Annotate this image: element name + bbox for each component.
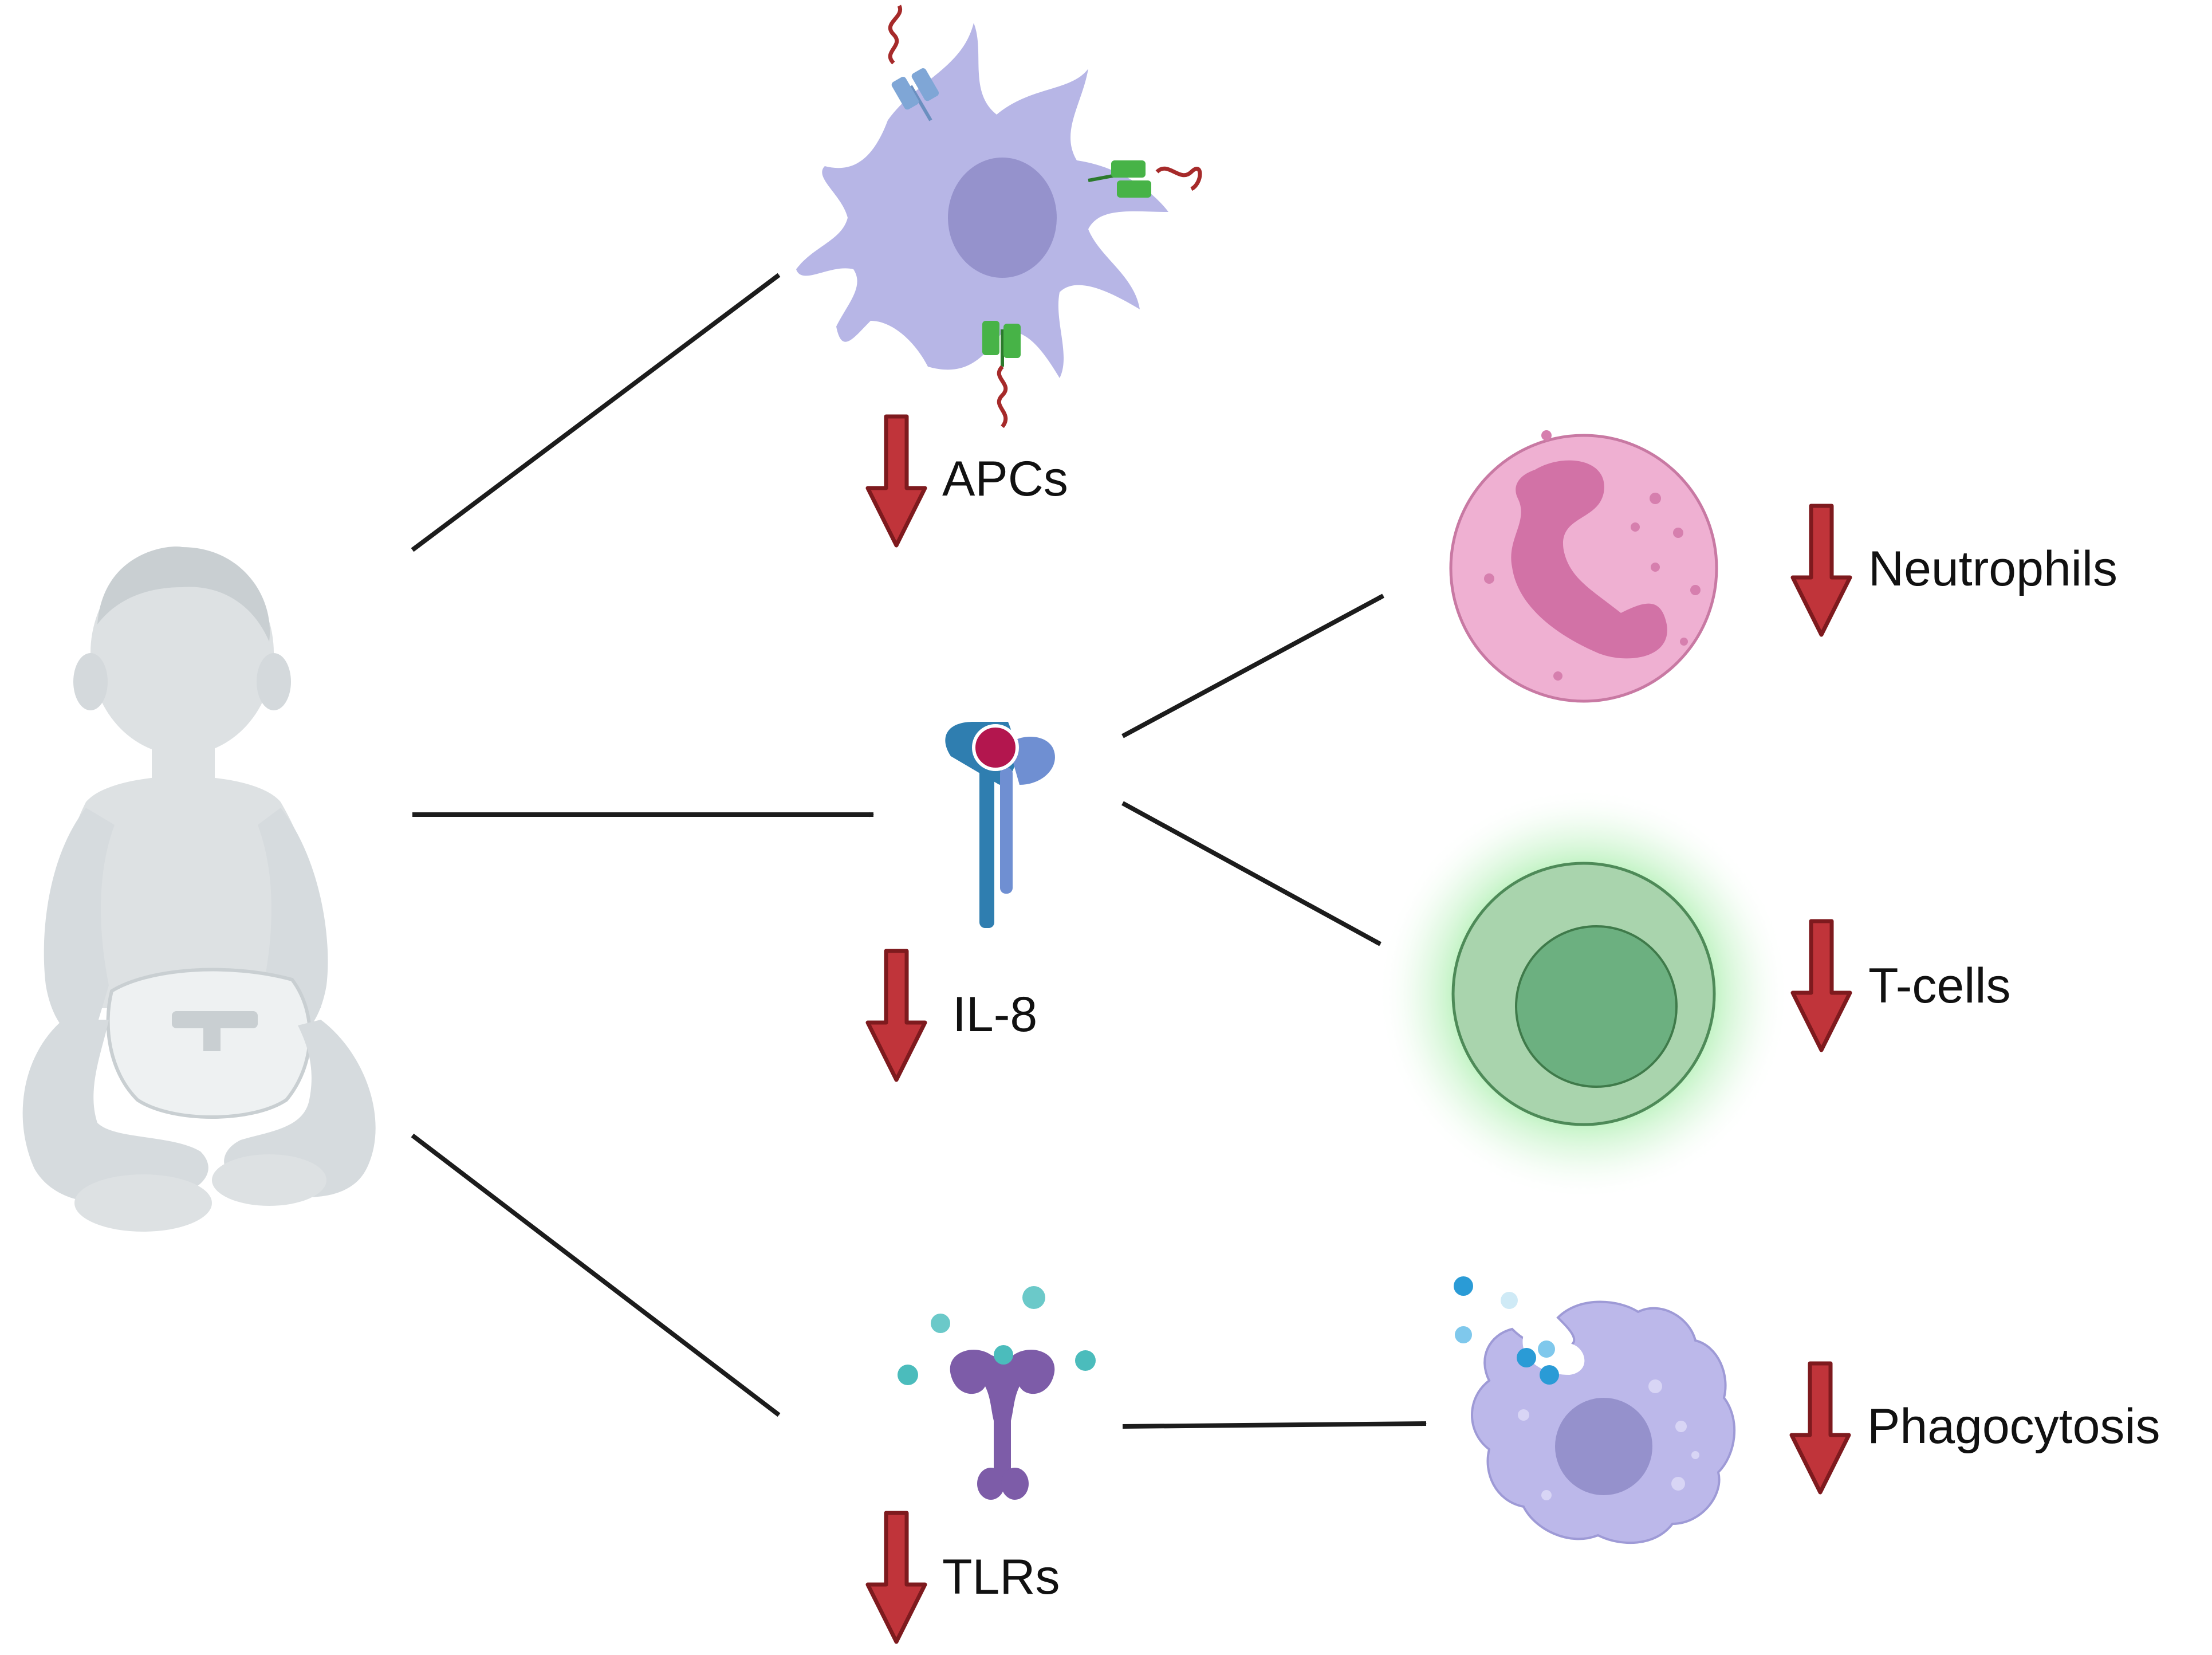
apc-receptor-top <box>888 5 939 121</box>
apc-cell-icon <box>796 5 1202 429</box>
neutrophil-cell-icon <box>1449 430 1718 703</box>
tlr-receptor-icon <box>898 1286 1096 1500</box>
pathway-arrows <box>411 273 1427 1429</box>
label-apcs: APCs <box>942 451 1068 506</box>
label-neutrophils: Neutrophils <box>1868 541 2117 596</box>
arrow-il8-to-neutrophils <box>1121 593 1384 738</box>
down-arrow-icon <box>1793 506 1850 635</box>
label-tlrs: TLRs <box>942 1550 1060 1605</box>
arrow-il8-to-tcells <box>1121 801 1381 946</box>
arrow-tlr-to-macrophage <box>1122 1421 1427 1429</box>
label-tcells: T-cells <box>1868 958 2011 1013</box>
arrow-infant-to-apc <box>411 273 781 552</box>
down-arrow-icon <box>868 1513 925 1642</box>
arrow-infant-to-tlr <box>411 1133 781 1417</box>
macrophage-cell-icon <box>1454 1276 1736 1544</box>
down-arrow-icon <box>1792 1363 1849 1492</box>
label-phagocytosis: Phagocytosis <box>1867 1399 2160 1454</box>
apc-receptor-bottom <box>982 321 1021 429</box>
down-arrow-icon <box>868 416 925 545</box>
t-cell-icon <box>1377 788 1790 1200</box>
down-arrow-icon <box>868 951 925 1080</box>
infant-icon <box>22 547 376 1232</box>
label-il8: IL-8 <box>953 987 1038 1042</box>
il8-receptor-icon <box>945 722 1055 928</box>
down-arrow-icon <box>1793 921 1850 1050</box>
apc-receptor-right <box>1088 160 1202 198</box>
